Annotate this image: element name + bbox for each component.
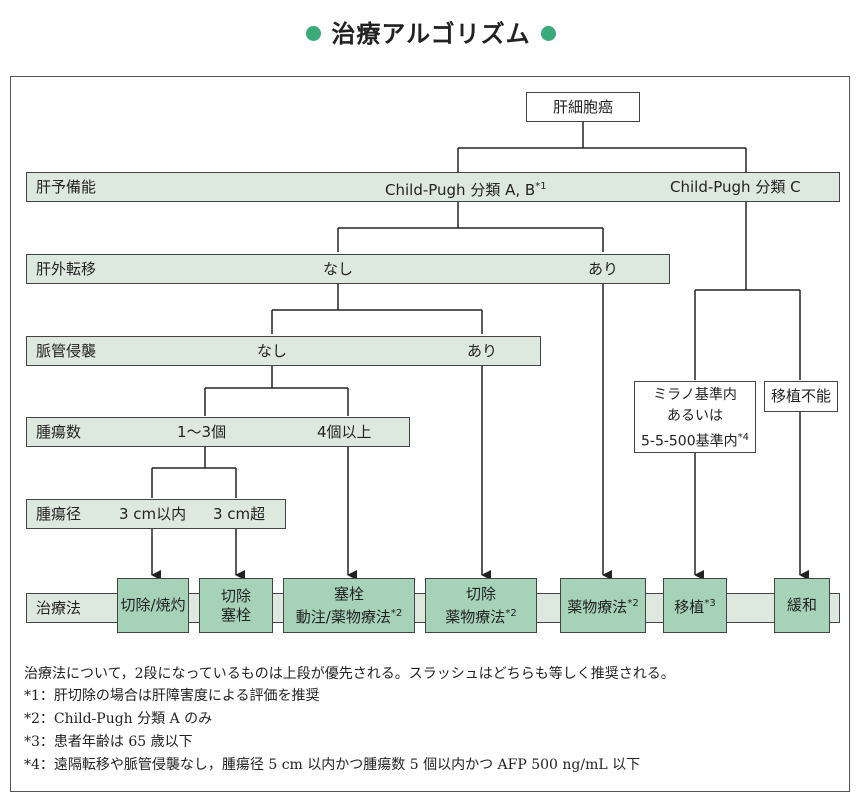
treatment-label: 薬物療法*2 — [567, 594, 638, 617]
milan-line-3: 5-5-500基準内*4 — [635, 427, 755, 453]
footnote-mark: *1 — [535, 181, 547, 192]
treatment-drug-therapy: 薬物療法*2 — [560, 578, 646, 633]
bullet-dot-icon — [540, 25, 556, 41]
treatment-label-primary: 切除 — [220, 586, 251, 605]
option-large: 3 cm超 — [213, 505, 266, 523]
footnote-mark: *3 — [704, 598, 716, 609]
treatment-label-secondary: 動注/薬物療法*2 — [296, 604, 402, 627]
milan-line-2: あるいは — [667, 408, 723, 424]
treatment-label-secondary-text: 薬物療法 — [445, 607, 506, 626]
row-vascular-invasion: 脈管侵襲 なし あり — [26, 336, 541, 366]
bullet-dot-icon — [306, 25, 322, 41]
diagram-frame — [10, 76, 850, 792]
treatment-resection-ablation: 切除/焼灼 — [117, 578, 189, 633]
root-node: 肝細胞癌 — [526, 92, 640, 122]
option-present: あり — [588, 260, 619, 278]
child-pugh-ab: Child-Pugh 分類 A, B*1 — [385, 177, 547, 200]
option-present: あり — [467, 342, 498, 360]
transplant-ineligible-label: 移植不能 — [770, 387, 831, 405]
treatment-label-primary: 塞栓 — [333, 584, 364, 603]
milan-line-1: ミラノ基準内 — [653, 387, 737, 403]
row-label: 腫瘍数 — [36, 423, 82, 441]
footnote-3: *3：患者年齢は 65 歳以下 — [24, 734, 193, 750]
option-none: なし — [323, 260, 354, 278]
row-tumor-size: 腫瘍径 3 cm以内 3 cm超 — [26, 499, 286, 529]
footnote-mark: *2 — [505, 607, 517, 619]
root-label: 肝細胞癌 — [552, 98, 613, 116]
treatment-label: 緩和 — [786, 596, 817, 614]
footnote-4: *4：遠隔転移や脈管侵襲なし，腫瘍径 5 cm 以内かつ腫瘍数 5 個以内かつ … — [24, 757, 641, 773]
row-label: 腫瘍径 — [36, 505, 82, 523]
treatment-label-secondary: 塞栓 — [220, 605, 251, 624]
treatment-label-primary: 切除 — [465, 584, 496, 603]
footnote-2: *2：Child-Pugh 分類 A のみ — [24, 711, 213, 727]
footnote-1: *1：肝切除の場合は肝障害度による評価を推奨 — [24, 688, 320, 704]
footnote-mark: *2 — [390, 607, 403, 619]
treatment-label-text: 薬物療法 — [567, 598, 628, 616]
treatment-palliative: 緩和 — [774, 578, 830, 633]
treatment-label-text: 移植 — [674, 598, 705, 616]
option-none: なし — [257, 342, 288, 360]
row-label: 治療法 — [36, 599, 82, 617]
milan-line-3-text: 5-5-500基準内 — [640, 433, 738, 450]
title-text: 治療アルゴリズム — [331, 20, 531, 48]
row-label: 脈管侵襲 — [36, 342, 97, 360]
treatment-resection-drug: 切除 薬物療法*2 — [425, 578, 537, 633]
treatment-label: 移植*3 — [674, 594, 715, 617]
child-pugh-ab-label: Child-Pugh 分類 A, B — [385, 181, 536, 199]
option-many: 4個以上 — [317, 423, 372, 441]
transplant-ineligible-node: 移植不能 — [764, 381, 838, 412]
row-extrahepatic: 肝外転移 なし あり — [26, 254, 670, 284]
treatment-transplant: 移植*3 — [663, 578, 727, 633]
row-label: 肝外転移 — [36, 260, 97, 278]
treatment-embolization-infusion: 塞栓 動注/薬物療法*2 — [283, 578, 415, 633]
option-small: 3 cm以内 — [119, 505, 187, 523]
milan-criteria-node: ミラノ基準内 あるいは 5-5-500基準内*4 — [634, 381, 756, 453]
treatment-resection-embolization: 切除 塞栓 — [199, 578, 273, 633]
row-label: 肝予備能 — [36, 178, 97, 196]
option-few: 1〜3個 — [177, 423, 227, 441]
footnote-mark: *4 — [737, 432, 749, 443]
note-general: 治療法について，2段になっているものは上段が優先される。スラッシュはどちらも等し… — [24, 666, 675, 682]
child-pugh-c-label: Child-Pugh 分類 C — [670, 178, 801, 196]
treatment-label-secondary: 薬物療法*2 — [445, 604, 516, 627]
treatment-label: 切除/焼灼 — [120, 596, 186, 614]
diagram-title: 治療アルゴリズム — [0, 14, 862, 49]
row-tumor-count: 腫瘍数 1〜3個 4個以上 — [26, 417, 410, 447]
footnote-mark: *2 — [627, 598, 639, 609]
treatment-label-secondary-text: 動注/薬物療法 — [295, 607, 391, 626]
row-liver-function: 肝予備能 Child-Pugh 分類 A, B*1 Child-Pugh 分類 … — [26, 172, 840, 202]
